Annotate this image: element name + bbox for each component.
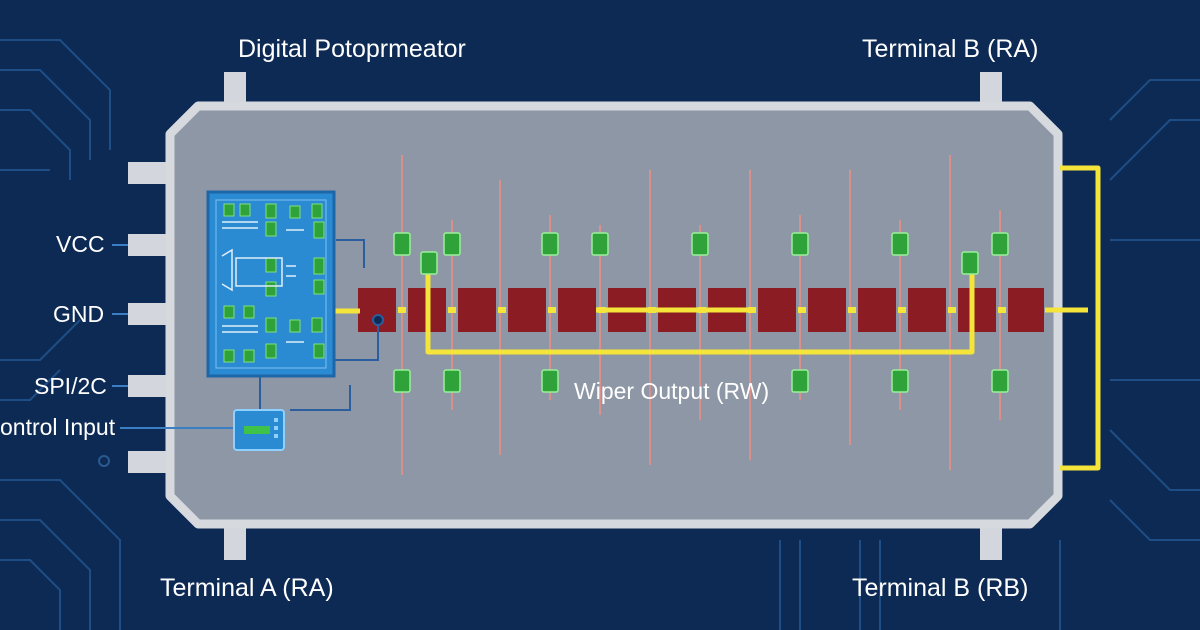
switch-element bbox=[393, 369, 411, 393]
tap-junction bbox=[498, 307, 506, 313]
switch-element bbox=[541, 369, 559, 393]
resistor-segment bbox=[858, 288, 896, 332]
switch-element bbox=[541, 232, 559, 256]
resistor-segment bbox=[908, 288, 946, 332]
switch-element bbox=[791, 232, 809, 256]
tap-junction bbox=[548, 307, 556, 313]
switch-element bbox=[420, 251, 438, 275]
resistor-segment bbox=[458, 288, 496, 332]
control-input-module bbox=[233, 409, 285, 451]
tap-junction bbox=[748, 307, 756, 313]
terminal-a-label: Terminal A (RA) bbox=[160, 574, 334, 602]
switch-element bbox=[791, 369, 809, 393]
switch-element bbox=[991, 369, 1009, 393]
resistor-segment bbox=[1008, 288, 1044, 332]
switch-element bbox=[393, 232, 411, 256]
pin-wires bbox=[112, 244, 234, 429]
switch-element bbox=[991, 232, 1009, 256]
tap-junction bbox=[848, 307, 856, 313]
wiper-output-label: Wiper Output (RW) bbox=[574, 378, 770, 404]
spi-pin-label: SPI/2C bbox=[34, 373, 107, 399]
tap-junction bbox=[448, 307, 456, 313]
switch-element bbox=[443, 369, 461, 393]
resistor-segment bbox=[508, 288, 546, 332]
tap-junction bbox=[898, 307, 906, 313]
resistor-segment bbox=[958, 288, 996, 332]
tap-junction bbox=[998, 307, 1006, 313]
terminal-b-rb-label: Terminal B (RB) bbox=[852, 574, 1029, 602]
via-dot bbox=[98, 455, 110, 467]
terminal-b-ra-label: Terminal B (RA) bbox=[862, 35, 1039, 63]
pcb-traces bbox=[0, 39, 1200, 630]
tap-junction bbox=[398, 307, 406, 313]
control-logic-block bbox=[206, 190, 336, 378]
switch-element bbox=[891, 232, 909, 256]
resistor-segment bbox=[808, 288, 846, 332]
switch-element bbox=[443, 232, 461, 256]
control-input-label: ontrol Input bbox=[0, 414, 116, 440]
switch-element bbox=[691, 232, 709, 256]
gnd-pin-label: GND bbox=[53, 301, 105, 327]
switch-element bbox=[961, 251, 979, 275]
tap-junction bbox=[798, 307, 806, 313]
diagram-title: Digital Potoprmeator bbox=[238, 35, 466, 63]
resistor-segment bbox=[558, 288, 596, 332]
resistor-segment bbox=[758, 288, 796, 332]
switch-element bbox=[591, 232, 609, 256]
junction-node bbox=[372, 314, 384, 326]
tap-junction bbox=[948, 307, 956, 313]
vcc-pin-label: VCC bbox=[56, 231, 105, 257]
switch-element bbox=[891, 369, 909, 393]
switch-array bbox=[393, 232, 1009, 393]
